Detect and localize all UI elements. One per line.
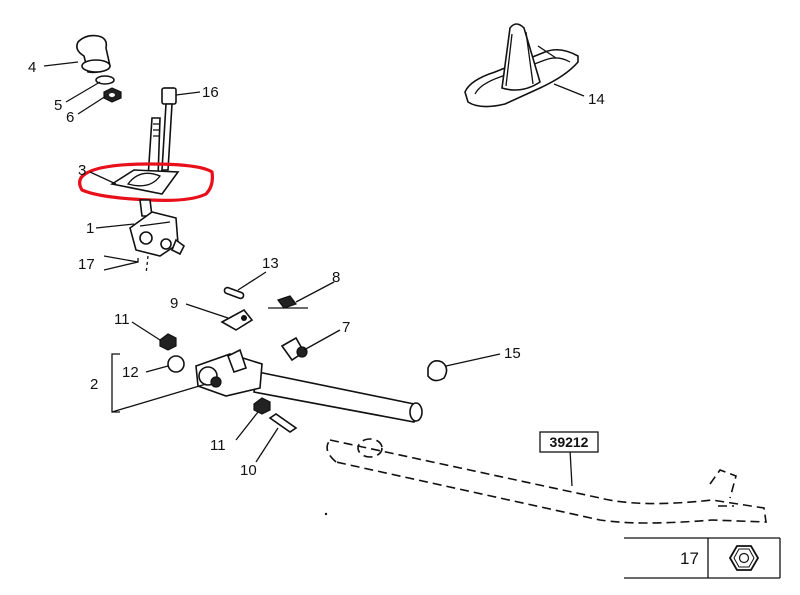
label-part-9: 9	[170, 295, 178, 312]
label-part-3: 3	[78, 162, 86, 179]
label-part-4: 4	[28, 59, 36, 76]
label-part-5: 5	[54, 97, 62, 114]
selector-rod-part	[195, 348, 423, 423]
reference-number-box: 39212	[539, 431, 599, 453]
gasket-plate-part	[109, 169, 180, 195]
washer-part	[95, 75, 115, 85]
label-part-14: 14	[588, 91, 605, 108]
label-part-8: 8	[332, 269, 340, 286]
gear-knob-part	[76, 34, 111, 74]
label-part-15: 15	[504, 345, 521, 362]
fitting-part	[280, 336, 308, 362]
red-highlight-circle	[78, 162, 214, 202]
label-part-13: 13	[262, 255, 279, 272]
label-part-12: 12	[122, 364, 139, 381]
legend-part-number: 17	[680, 549, 699, 568]
hex-nut-icon	[728, 545, 760, 571]
pin-part-lower	[268, 413, 298, 433]
clip-part	[220, 308, 254, 331]
pin-part	[223, 286, 245, 300]
label-part-11-lower: 11	[210, 437, 226, 454]
leader-lines	[43, 61, 585, 487]
nut-part-lower	[253, 397, 271, 415]
label-part-6: 6	[66, 109, 74, 126]
reference-number: 39212	[550, 434, 589, 450]
ring-part	[167, 355, 185, 373]
gear-boot-part	[464, 23, 579, 108]
label-part-16: 16	[202, 84, 219, 101]
bracket-part	[268, 295, 308, 309]
label-part-7: 7	[342, 319, 350, 336]
label-part-1: 1	[86, 220, 94, 237]
label-part-10: 10	[240, 462, 257, 479]
label-part-2: 2	[90, 376, 98, 393]
label-part-17: 17	[78, 256, 95, 273]
reference-rod-dashed	[326, 438, 767, 524]
label-part-11-upper: 11	[114, 311, 130, 328]
lever-shaft-part	[147, 117, 161, 179]
lever-housing-part	[129, 199, 186, 257]
nut-part-upper	[159, 333, 177, 351]
bushing-part	[427, 360, 448, 382]
legend-table: 17	[624, 537, 781, 579]
bolt-part	[161, 87, 177, 171]
